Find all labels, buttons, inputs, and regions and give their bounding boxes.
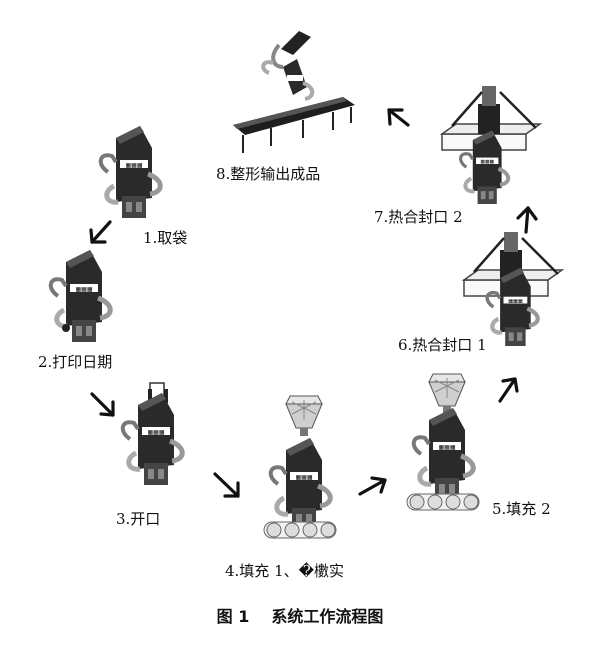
step-6-label: 6.热合封口 1 [398, 336, 487, 354]
step-1-label: 1.取袋 [143, 229, 187, 247]
step-3-label: 3.开口 [116, 510, 160, 528]
figure-title: 系统工作流程图 [271, 607, 383, 626]
figure-number: 图 1 [217, 607, 250, 626]
figure-caption: 图 1 系统工作流程图 [0, 603, 600, 627]
step-5-label: 5.填充 2 [492, 500, 551, 518]
step-2-label: 2.打印日期 [38, 353, 112, 371]
arrow-5-to-6 [500, 379, 517, 401]
step-3-machine [123, 383, 183, 485]
step-4-machine [264, 396, 336, 538]
step-2-machine [51, 250, 111, 342]
step-7-label: 7.热合封口 2 [374, 208, 463, 226]
arrow-7-to-8 [389, 110, 408, 125]
arrow-3-to-4 [215, 474, 238, 496]
arrow-1-to-2 [91, 222, 110, 242]
step-6-machine [464, 232, 562, 346]
step-1-machine [101, 126, 161, 218]
step-7-machine [442, 86, 540, 204]
arrow-4-to-5 [360, 478, 385, 494]
arrow-6-to-7 [518, 208, 536, 232]
step-5-machine [407, 374, 479, 510]
step-8-machine [233, 31, 355, 153]
step-4-label: 4.填充 1、�櫢实 [225, 562, 344, 580]
arrow-2-to-3 [92, 394, 113, 415]
step-8-label: 8.整形输出成品 [216, 165, 320, 183]
